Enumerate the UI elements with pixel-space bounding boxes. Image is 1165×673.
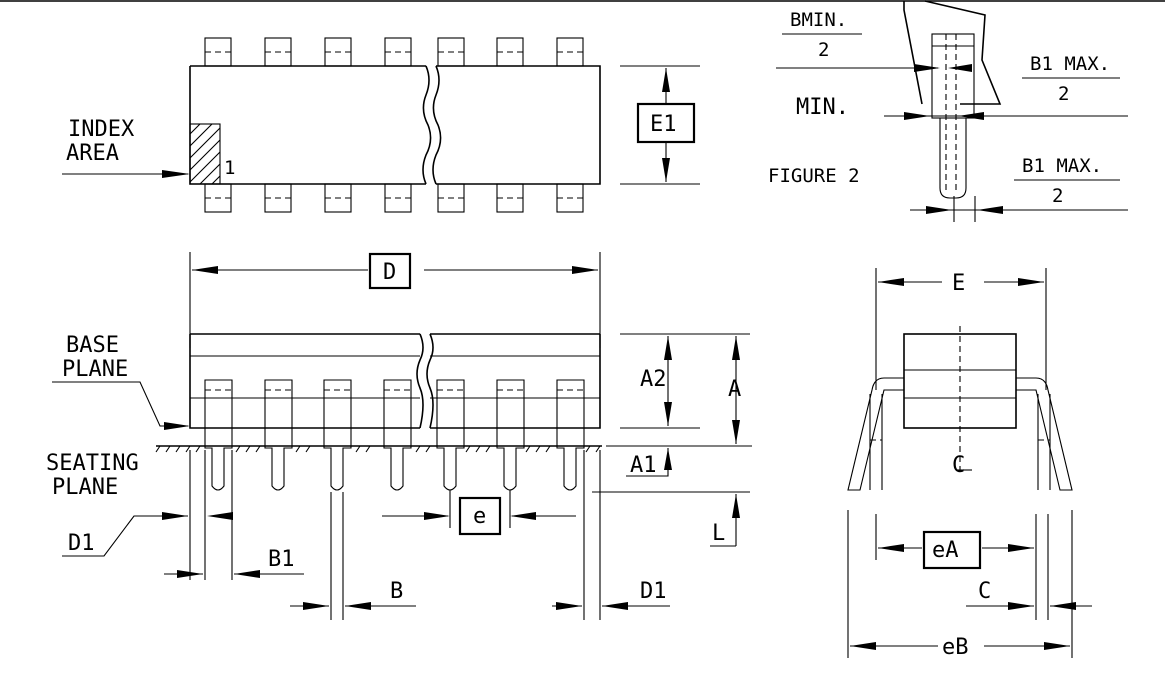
figure-2: BMIN. 2 B1 MAX. 2 MIN. FIGURE 2 B1 MAX. … xyxy=(768,0,1128,222)
e-label: E xyxy=(952,271,965,296)
base-plane-label-line2: PLANE xyxy=(62,357,128,382)
side-leads xyxy=(204,379,585,491)
a-label: A xyxy=(728,377,741,402)
e-pitch-label: e xyxy=(473,504,486,529)
top-pins-upper xyxy=(204,37,584,67)
bmin-label: BMIN. xyxy=(790,9,847,31)
b-label: B xyxy=(390,579,403,604)
c-label: C xyxy=(978,579,991,604)
base-plane-label-line1: BASE xyxy=(66,333,119,358)
min-label: MIN. xyxy=(796,95,849,120)
seating-plane-label-line1: SEATING xyxy=(46,451,139,476)
top-view: 1 INDEX AREA E1 xyxy=(62,37,700,213)
b1max-top-denominator: 2 xyxy=(1058,83,1069,105)
index-area-label-line2: AREA xyxy=(66,141,119,166)
a2-label: A2 xyxy=(640,367,667,392)
l-label: L xyxy=(712,521,725,546)
d1-left-label: D1 xyxy=(68,531,95,556)
b1-label: B1 xyxy=(268,547,295,572)
a1-label: A1 xyxy=(630,453,657,478)
bmin-denominator: 2 xyxy=(818,39,829,61)
ea-label: eA xyxy=(932,538,959,563)
seating-plane-label-line2: PLANE xyxy=(52,475,118,500)
side-view: D BASE PLANE xyxy=(46,252,752,620)
arrow-icon xyxy=(162,170,190,178)
e1-label: E1 xyxy=(650,112,677,137)
d1-right-label: D1 xyxy=(640,579,667,604)
eb-label: eB xyxy=(942,635,969,660)
end-view: E C eA C xyxy=(847,268,1092,660)
top-pins-lower xyxy=(204,183,584,213)
centerline-label: C xyxy=(952,453,965,478)
pin-one-label: 1 xyxy=(224,157,235,179)
b1max-bottom-label: B1 MAX. xyxy=(1022,155,1102,177)
d-label: D xyxy=(383,260,396,285)
figure-2-label: FIGURE 2 xyxy=(768,165,860,187)
b1max-bottom-denominator: 2 xyxy=(1052,185,1063,207)
index-area-label-line1: INDEX xyxy=(68,117,135,142)
b1max-top-label: B1 MAX. xyxy=(1030,53,1110,75)
